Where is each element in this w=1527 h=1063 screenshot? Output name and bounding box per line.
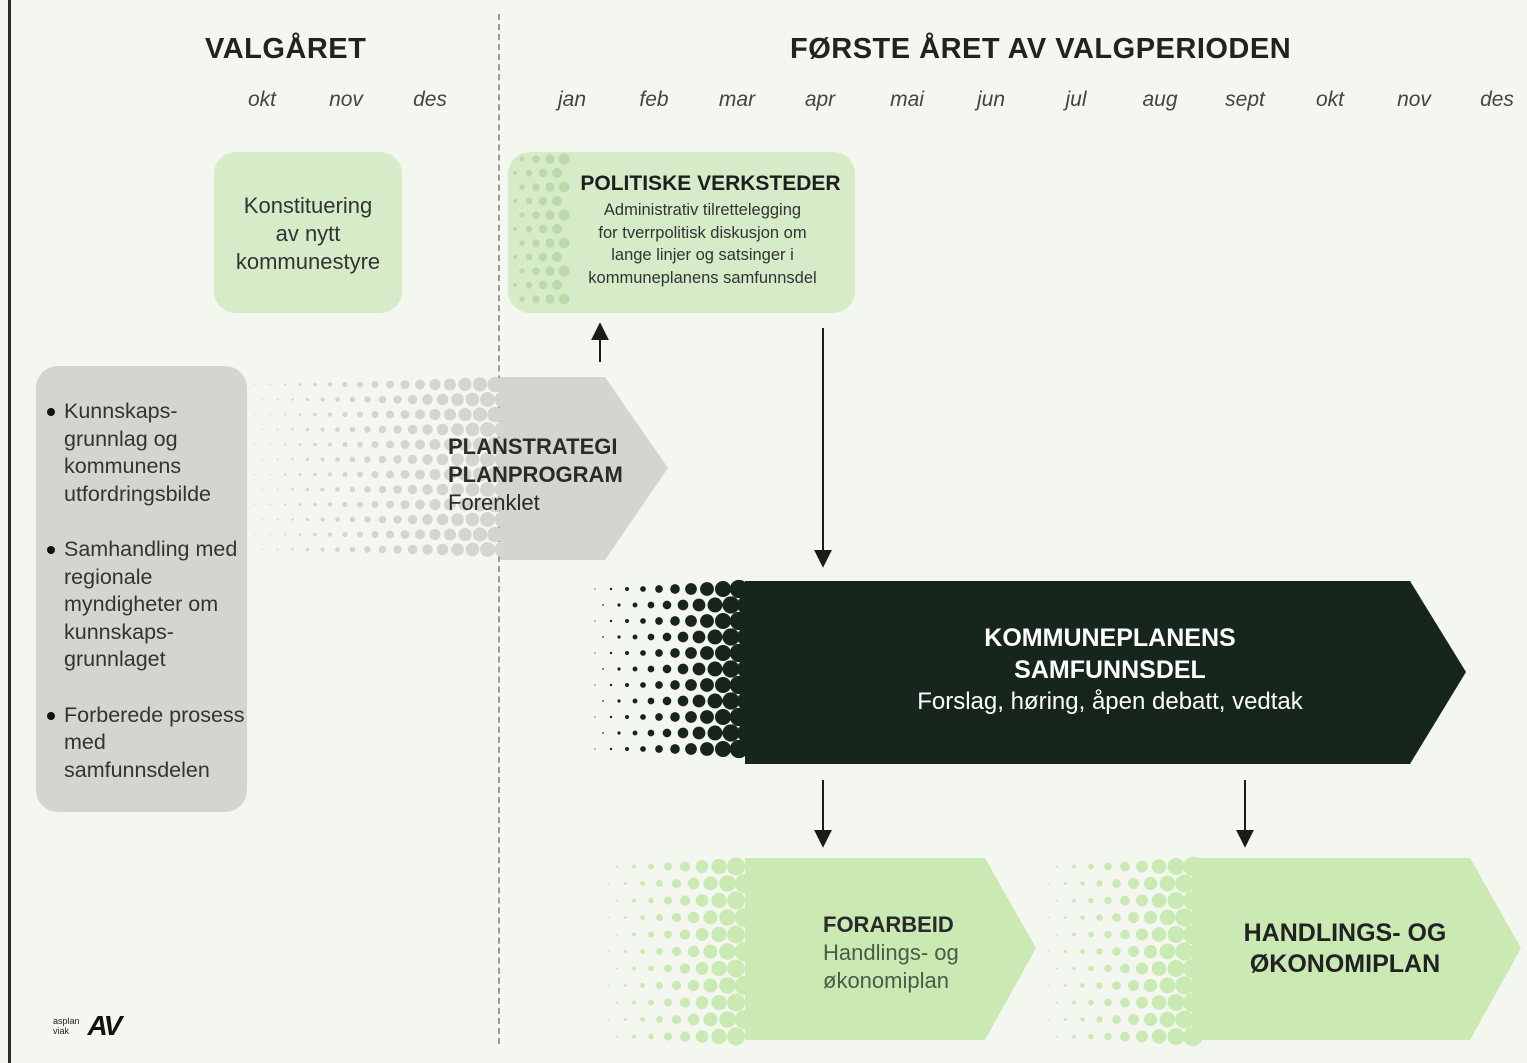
konstituering-box: Konstituering av nytt kommunestyre	[214, 152, 402, 313]
month-label: okt	[1315, 88, 1345, 111]
preparation-list-box: Kunnskaps-grunnlag og kommunens utfordri…	[36, 366, 247, 812]
verksteder-line: Administrativ tilrettelegging	[603, 201, 802, 219]
samfunnsdel-label: KOMMUNEPLANENS SAMFUNNSDEL Forslag, høri…	[890, 622, 1330, 718]
planstrategi-title: PLANSTRATEGI	[448, 434, 618, 459]
konstituering-line: av nytt	[275, 221, 341, 246]
month-label: mai	[890, 88, 924, 111]
month-label: sept	[1225, 88, 1265, 111]
verksteder-line: kommuneplanens samfunnsdel	[588, 268, 817, 287]
forarbeid-subtitle: økonomiplan	[823, 968, 949, 993]
list-item: Samhandling med regionale myndigheter om…	[46, 536, 246, 674]
halftone-fade	[508, 153, 570, 305]
planstrategi-subtitle: Forenklet	[448, 490, 540, 515]
month-label: nov	[329, 88, 363, 111]
logo-wordmark-line: asplan	[53, 1016, 80, 1026]
month-label: jul	[1065, 88, 1087, 111]
handlingsplan-title: ØKONOMIPLAN	[1249, 950, 1441, 978]
samfunnsdel-title: SAMFUNNSDEL	[1014, 656, 1206, 684]
handlingsplan-title: HANDLINGS- OG	[1243, 919, 1447, 947]
planprogram-title: PLANPROGRAM	[448, 462, 623, 487]
samfunnsdel-subtitle: Forslag, høring, åpen debatt, vedtak	[917, 688, 1303, 715]
header-first-year: FØRSTE ÅRET AV VALGPERIODEN	[790, 33, 1292, 65]
list-item: Forberede prosess med samfunnsdelen	[46, 702, 246, 785]
samfunnsdel-title: KOMMUNEPLANENS	[984, 624, 1236, 652]
verksteder-description: Administrativ tilrettelegging for tverrp…	[560, 199, 845, 289]
month-label: des	[413, 88, 447, 111]
verksteder-line: for tverrpolitisk diskusjon om	[598, 223, 807, 242]
month-label: feb	[639, 88, 669, 111]
forarbeid-subtitle: Handlings- og	[823, 940, 959, 965]
asplan-viak-logo: asplan viak AV	[53, 1010, 123, 1042]
logo-wordmark: asplan viak	[53, 1016, 80, 1036]
month-label: nov	[1397, 88, 1431, 111]
konstituering-line: kommunestyre	[235, 249, 381, 274]
logo-mark: AV	[87, 1010, 123, 1041]
month-label: aug	[1142, 88, 1178, 111]
month-label: okt	[247, 88, 277, 111]
samfunnsdel-arrow	[594, 579, 1466, 764]
list-item: Kunnskaps-grunnlag og kommunens utfordri…	[46, 398, 246, 508]
verksteder-title: POLITISKE VERKSTEDER	[580, 172, 841, 195]
month-label: jun	[976, 88, 1006, 111]
handlingsplan-arrow	[1039, 856, 1521, 1047]
forarbeid-title: FORARBEID	[823, 912, 954, 937]
verksteder-line: lange linjer og satsinger i	[611, 246, 794, 264]
konstituering-text: Konstituering av nytt kommunestyre	[214, 192, 402, 276]
month-label: apr	[804, 88, 836, 111]
month-label: mar	[718, 88, 756, 111]
handlingsplan-label: HANDLINGS- OG ØKONOMIPLAN	[1200, 918, 1490, 980]
planstrategi-label: PLANSTRATEGI PLANPROGRAM Forenklet	[448, 433, 623, 517]
month-label: des	[1480, 88, 1514, 111]
forarbeid-label: FORARBEID Handlings- og økonomiplan	[823, 911, 959, 995]
verksteder-box: POLITISKE VERKSTEDER Administrativ tilre…	[508, 152, 855, 313]
planstrategi-arrow	[254, 376, 668, 560]
logo-wordmark-line: viak	[53, 1026, 70, 1036]
month-label: jan	[557, 88, 587, 111]
konstituering-line: Konstituering	[243, 193, 373, 218]
forarbeid-arrow	[599, 857, 1036, 1046]
header-election-year: VALGÅRET	[205, 33, 367, 65]
left-border	[8, 0, 11, 1063]
preparation-list: Kunnskaps-grunnlag og kommunens utfordri…	[46, 398, 246, 812]
